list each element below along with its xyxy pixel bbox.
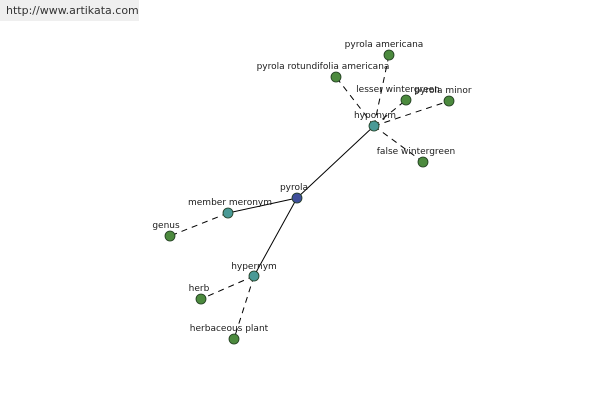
leaf-label-false-wintergreen[interactable]: false wintergreen [377, 147, 455, 157]
center-node-pyrola[interactable] [291, 192, 303, 204]
edge-hypernym-herbaceous-plant [233, 275, 255, 340]
edge-hyponym-pyrola-americana [373, 54, 390, 127]
leaf-label-pyrola-rotundifolia-americana[interactable]: pyrola rotundifolia americana [257, 62, 390, 72]
site-url-label[interactable]: http://www.artikata.com [0, 0, 139, 21]
leaf-label-genus[interactable]: genus [152, 221, 180, 231]
relation-label-hypernym[interactable]: hypernym [231, 262, 277, 272]
leaf-node-false-wintergreen[interactable] [417, 156, 429, 168]
edge-hypernym-herb [200, 275, 255, 300]
edge-pyrola-hyponym [296, 125, 375, 199]
relation-label-member-meronym[interactable]: member meronym [188, 198, 272, 208]
leaf-node-pyrola-minor[interactable] [443, 95, 455, 107]
graph-labels: pyrola hyponym member meronym hypernym pyrol… [152, 40, 472, 334]
edge-pyrola-member-meronym [227, 197, 298, 214]
leaf-label-herbaceous-plant[interactable]: herbaceous plant [190, 324, 269, 334]
relation-node-member-meronym[interactable] [222, 207, 234, 219]
leaf-label-pyrola-minor[interactable]: pyrola minor [414, 86, 471, 96]
center-label-pyrola[interactable]: pyrola [280, 183, 308, 193]
leaf-node-lesser-wintergreen[interactable] [400, 94, 412, 106]
leaf-node-genus[interactable] [164, 230, 176, 242]
relation-node-hyponym[interactable] [368, 120, 380, 132]
leaf-node-pyrola-rotundifolia-americana[interactable] [330, 71, 342, 83]
leaf-label-pyrola-americana[interactable]: pyrola americana [345, 40, 424, 50]
edge-pyrola-hypernym [253, 197, 298, 277]
leaf-node-herbaceous-plant[interactable] [228, 333, 240, 345]
leaf-label-herb[interactable]: herb [189, 284, 210, 294]
graph-edges [169, 54, 450, 340]
leaf-node-herb[interactable] [195, 293, 207, 305]
relation-label-hyponym[interactable]: hyponym [354, 111, 396, 121]
edge-hyponym-pyrola-minor [373, 100, 450, 127]
graph-nodes [164, 49, 455, 345]
leaf-label-lesser-wintergreen[interactable]: lesser wintergreen [356, 85, 440, 95]
edge-hyponym-lesser-wintergreen [373, 99, 407, 127]
relation-node-hypernym[interactable] [248, 270, 260, 282]
leaf-node-pyrola-americana[interactable] [383, 49, 395, 61]
